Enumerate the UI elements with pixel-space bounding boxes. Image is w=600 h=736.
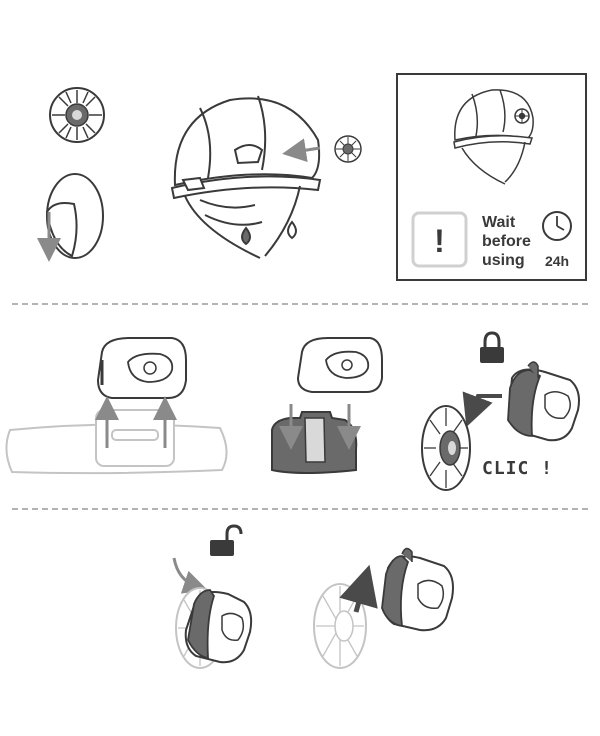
padlock-open-icon xyxy=(210,524,243,556)
mount-plate-icon xyxy=(271,411,358,474)
sticker-disc-icon xyxy=(49,87,105,143)
warning-icon: ! xyxy=(411,211,468,268)
headband-icon xyxy=(5,409,228,475)
lamp-removed-icon xyxy=(381,547,454,632)
click-arrow-icon xyxy=(462,391,502,427)
wait-text-line3: using xyxy=(482,252,525,269)
warning-symbol: ! xyxy=(434,223,445,259)
wait-text-line2: before xyxy=(482,233,531,250)
wait-time: 24h xyxy=(545,253,569,269)
remove-arrow-icon xyxy=(339,564,378,613)
clic-label: CLIC ! xyxy=(482,458,553,479)
wait-text-line1: Wait xyxy=(482,214,516,231)
padlock-closed-icon xyxy=(480,331,504,363)
helmet-icon xyxy=(170,95,322,259)
headlamp-icon xyxy=(96,337,187,399)
twist-arrow-icon xyxy=(172,557,208,594)
lamp-on-plate-icon xyxy=(507,361,580,442)
headlamp-icon xyxy=(296,337,383,393)
lamp-unlocking-icon xyxy=(184,589,253,664)
sticker-backing-icon xyxy=(37,173,104,262)
apply-arrow-icon xyxy=(282,138,321,163)
helmet-small-icon xyxy=(453,89,534,185)
sticker-small-icon xyxy=(334,135,362,163)
clock-icon xyxy=(542,211,572,241)
sticker-disc-icon xyxy=(421,405,471,491)
